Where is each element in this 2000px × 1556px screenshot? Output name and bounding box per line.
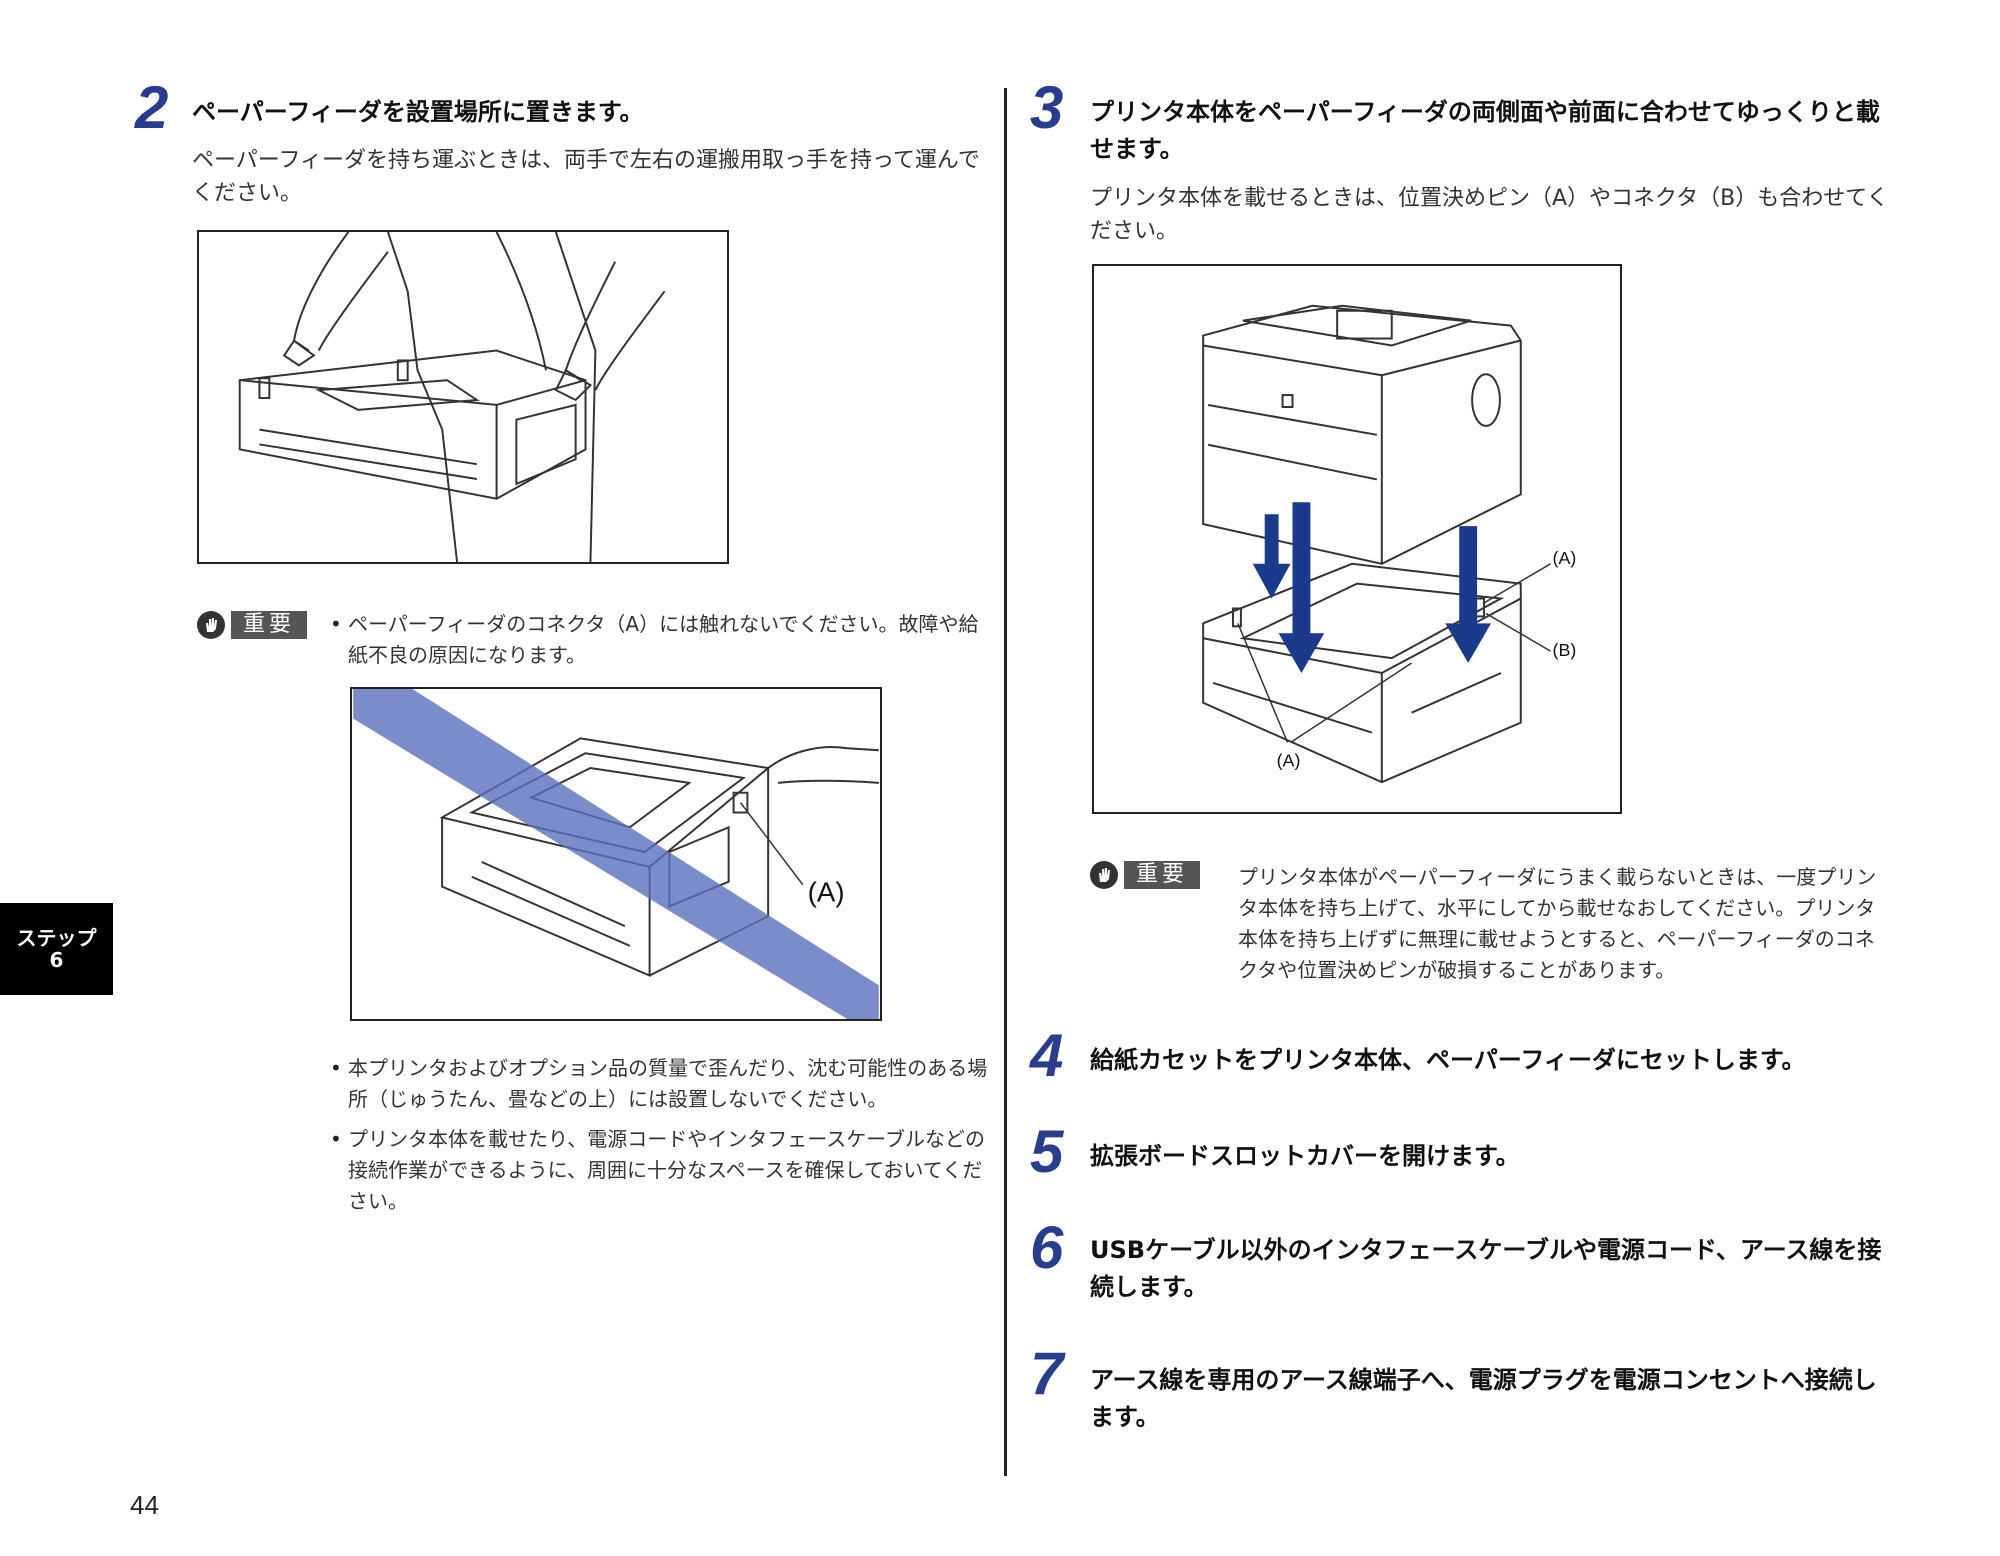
important-badge-right: 重要 [1090, 860, 1201, 890]
figure-label-pin-a: (A) [1553, 548, 1577, 568]
step-7-title: アース線を専用のアース線端子へ、電源プラグを電源コンセントへ接続します。 [1090, 1366, 1877, 1431]
figure-label-connector-b: (B) [1553, 640, 1577, 660]
left-note-1: ペーパーフィーダのコネクタ（A）には触れないでください。故障や給紙不良の原因にな… [330, 609, 992, 671]
carry-feeder-illustration [238, 232, 666, 562]
step-6-title: USBケーブル以外のインタフェースケーブルや電源コード、アース線を接続します。 [1090, 1236, 1882, 1301]
step-4-title: 給紙カセットをプリンタ本体、ペーパーフィーダにセットします。 [1090, 1046, 1806, 1074]
step-2-number: 2 [135, 74, 168, 141]
place-printer-illustration: (A) (B) (A) [1202, 304, 1577, 784]
step-3-title: プリンタ本体をペーパーフィーダの両側面や前面に合わせてゆっくりと載せます。 [1090, 98, 1880, 163]
figure-label-connector-a: (A) [808, 876, 845, 907]
step-2-title: ペーパーフィーダを設置場所に置きます。 [192, 98, 644, 126]
step-5-number: 5 [1030, 1118, 1063, 1185]
page-number: 44 [130, 1490, 159, 1520]
left-note-3: プリンタ本体を載せたり、電源コードやインタフェースケーブルなどの接続作業ができる… [330, 1124, 992, 1217]
step-2-body: ペーパーフィーダを持ち運ぶときは、両手で左右の運搬用取っ手を持って運んでください… [192, 148, 980, 206]
hand-stop-icon [197, 611, 225, 639]
figure-do-not-touch-connector: (A) [350, 687, 882, 1021]
figure-carry-feeder [197, 230, 729, 564]
step-5-title: 拡張ボードスロットカバーを開けます。 [1090, 1142, 1520, 1170]
column-divider [1004, 88, 1007, 1476]
important-badge: 重要 [197, 610, 308, 640]
connector-warning-illustration: (A) [353, 689, 879, 1019]
left-note-2: 本プリンタおよびオプション品の質量で歪んだり、沈む可能性のある場所（じゅうたん、… [330, 1053, 992, 1115]
step-7-number: 7 [1030, 1340, 1063, 1407]
step-6-number: 6 [1030, 1214, 1063, 1281]
important-label: 重要 [231, 611, 308, 639]
hand-stop-icon [1090, 861, 1118, 889]
step-3-body: プリンタ本体を載せるときは、位置決めピン（A）やコネクタ（B）も合わせてください… [1090, 186, 1889, 244]
side-tab-step-number: 6 [49, 948, 64, 972]
figure-place-printer: (A) (B) (A) [1092, 264, 1622, 814]
right-note: プリンタ本体がペーパーフィーダにうまく載らないときは、一度プリンタ本体を持ち上げ… [1238, 865, 1877, 982]
side-tab-label: ステップ [16, 926, 97, 950]
chapter-side-tab: ステップ 6 [0, 903, 113, 995]
figure-label-pin-a-bottom: (A) [1277, 750, 1301, 770]
important-label-right: 重要 [1124, 861, 1201, 889]
step-4-number: 4 [1030, 1022, 1063, 1089]
step-3-number: 3 [1030, 74, 1063, 141]
